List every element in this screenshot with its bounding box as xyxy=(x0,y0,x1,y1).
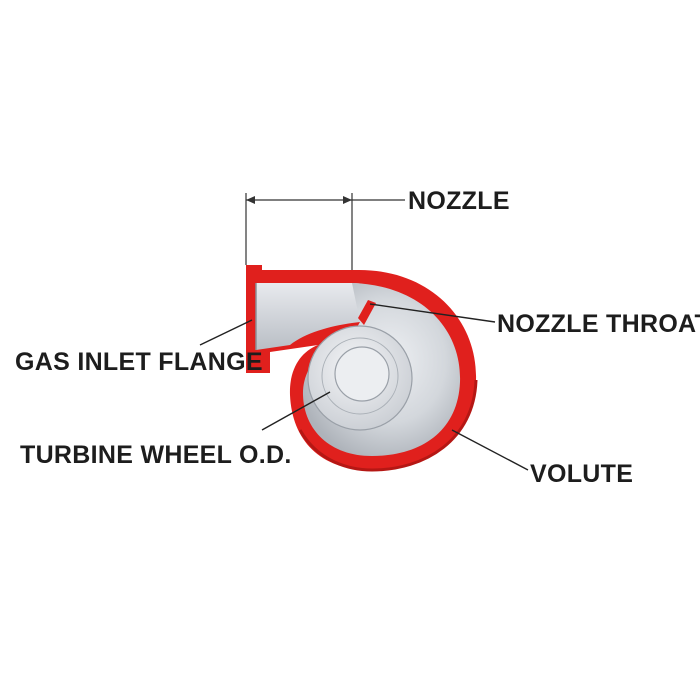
nozzle-dimension xyxy=(245,193,405,270)
turbine-wheel-hub xyxy=(334,346,390,402)
nozzle-throat-label: NOZZLE THROAT xyxy=(497,310,700,338)
volute-shadow-edge xyxy=(298,379,478,472)
turbine-wheel-od-label: TURBINE WHEEL O.D. xyxy=(20,441,292,469)
gas-inlet-flange-label: GAS INLET FLANGE xyxy=(15,348,263,376)
turbine-wheel-od-leader xyxy=(261,391,331,431)
nozzle-arrow-left xyxy=(246,196,255,204)
turbine-wheel xyxy=(307,325,413,431)
nozzle-throat-lip xyxy=(358,300,376,325)
inlet-passage xyxy=(256,283,382,350)
nozzle-label: NOZZLE xyxy=(408,187,510,215)
volute-label: VOLUTE xyxy=(530,460,633,488)
nozzle-arrow-right xyxy=(343,196,352,204)
turbine-wheel-hub-ring xyxy=(321,337,399,415)
gas-inlet-flange-leader xyxy=(199,319,253,346)
nozzle-throat-leader xyxy=(369,303,496,323)
volute-leader xyxy=(451,429,529,471)
